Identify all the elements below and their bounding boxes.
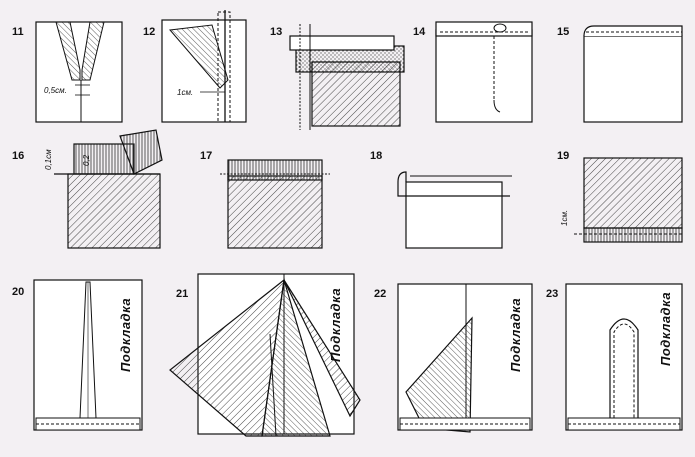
figure-19-number: 19 [557, 150, 570, 162]
figure-12-number: 12 [143, 26, 156, 38]
figure-20-lining-label: Подкладка [118, 297, 133, 372]
figure-12-drawing [161, 10, 247, 123]
figure-15-number: 15 [557, 26, 570, 38]
figure-16-dimension-a: 0,1см [44, 149, 53, 170]
figure-16-number: 16 [12, 150, 25, 162]
figure-23-number: 23 [546, 288, 559, 300]
figure-15-drawing [583, 25, 683, 123]
figure-14-drawing [435, 21, 533, 123]
figure-19-dimension: 1см. [560, 209, 569, 226]
figure-18-drawing [397, 171, 512, 249]
figure-18-number: 18 [370, 150, 383, 162]
figure-21-drawing [169, 273, 361, 437]
figure-23-drawing [565, 283, 683, 431]
figure-20-drawing [33, 279, 143, 431]
figure-21-number: 21 [176, 288, 189, 300]
figure-22-lining-label: Подкладка [508, 297, 523, 372]
figure-16-drawing [54, 129, 163, 249]
figure-16-dimension-b: 0,2 [82, 154, 91, 166]
figure-17-number: 17 [200, 150, 213, 162]
figure-19-drawing [574, 157, 683, 243]
figure-11-drawing [35, 21, 123, 123]
figure-23-lining-label: Подкладка [658, 291, 673, 366]
figure-13-number: 13 [270, 26, 283, 38]
figure-11-dimension: 0,5см. [44, 86, 67, 95]
figure-22-number: 22 [374, 288, 387, 300]
figure-11-number: 11 [12, 26, 24, 38]
figure-13-drawing [289, 24, 405, 130]
figure-14-number: 14 [413, 26, 426, 38]
figure-17-drawing [220, 159, 330, 249]
figure-22-drawing [397, 283, 533, 433]
figure-20-number: 20 [12, 286, 25, 298]
figure-12-dimension: 1см. [177, 88, 194, 97]
figure-21-lining-label: Подкладка [328, 287, 343, 362]
